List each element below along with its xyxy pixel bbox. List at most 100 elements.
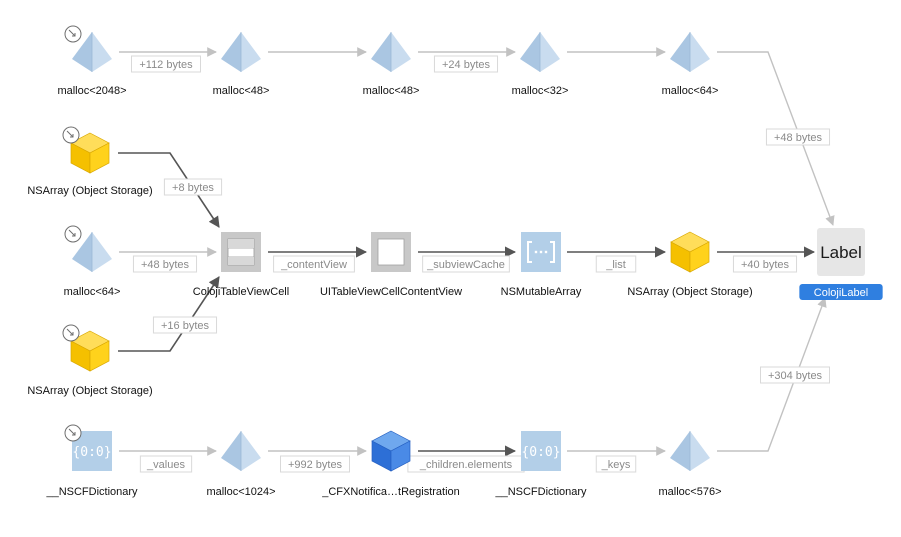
graph-node[interactable]: {0:0}__NSCFDictionary: [494, 431, 587, 498]
edge[interactable]: _keys: [567, 446, 666, 473]
edge[interactable]: +112 bytes: [119, 47, 217, 73]
edge[interactable]: _children.elements: [407, 445, 525, 473]
graph-node[interactable]: malloc<48>: [363, 32, 420, 97]
edge[interactable]: _values: [119, 446, 217, 473]
edge-label-text: _subviewCache: [426, 259, 505, 271]
edge-label: +8 bytes: [163, 178, 223, 196]
edge[interactable]: +304 bytes: [717, 297, 830, 452]
edge-label-box: [139, 455, 193, 473]
edge-label: +112 bytes: [131, 55, 201, 73]
graph-node[interactable]: malloc<576>: [659, 431, 722, 498]
edge-label-text: +112 bytes: [139, 59, 193, 71]
node-label: NSMutableArray: [501, 286, 582, 298]
node-label: __NSCFDictionary: [45, 486, 138, 498]
edge[interactable]: +992 bytes: [268, 446, 367, 473]
selected-label-bg: [799, 284, 883, 300]
edge[interactable]: +40 bytes: [717, 246, 816, 273]
edge-label-box: [595, 255, 637, 273]
malloc-pyramid-icon: [72, 32, 112, 72]
malloc-pyramid-icon: [670, 32, 710, 72]
view-square-icon: [371, 232, 411, 272]
edge-label-box: [132, 255, 198, 273]
edge-label: _list: [595, 255, 637, 273]
graph-node[interactable]: malloc<1024>: [206, 431, 276, 498]
edge-label-box: [433, 55, 499, 73]
edge[interactable]: +48 bytes: [119, 247, 217, 273]
edge[interactable]: +24 bytes: [418, 47, 516, 73]
edge[interactable]: +16 bytes: [118, 276, 220, 352]
dictionary-icon-text: {0:0}: [521, 445, 560, 460]
node-label: malloc<2048>: [57, 85, 126, 97]
edge-label-text: +48 bytes: [774, 132, 823, 144]
node-label: NSArray (Object Storage): [27, 385, 152, 397]
graph-node[interactable]: ColojiTableViewCell: [193, 232, 289, 298]
graph-node[interactable]: malloc<2048>: [57, 25, 127, 97]
edge-label-text: +992 bytes: [288, 459, 343, 471]
node-label: NSArray (Object Storage): [627, 286, 752, 298]
edge-label: +24 bytes: [433, 55, 499, 73]
edge-label: +40 bytes: [732, 255, 798, 273]
edge-label: +304 bytes: [760, 366, 830, 384]
graph-node[interactable]: NSArray (Object Storage): [27, 324, 153, 397]
graph-node[interactable]: NSArray (Object Storage): [27, 126, 153, 197]
edge-label: +48 bytes: [765, 128, 831, 146]
edge-label-text: _children.elements: [419, 459, 513, 471]
malloc-pyramid-icon: [221, 431, 261, 471]
edge-label-box: [280, 455, 350, 473]
malloc-pyramid-icon: [520, 32, 560, 72]
node-label: malloc<576>: [659, 486, 722, 498]
node-label: malloc<64>: [64, 286, 121, 298]
graph-node[interactable]: _CFXNotifica…tRegistration: [321, 430, 460, 498]
edge-label: _subviewCache: [422, 255, 510, 273]
edge[interactable]: _subviewCache: [418, 246, 517, 273]
dictionary-icon-text: {0:0}: [72, 445, 111, 460]
edge[interactable]: _list: [567, 246, 667, 273]
edge-label: +16 bytes: [152, 316, 218, 334]
node-label: UITableViewCellContentView: [320, 286, 462, 298]
edge-label-box: [422, 255, 510, 273]
edge-line: [118, 152, 220, 228]
edge-label: +48 bytes: [132, 255, 198, 273]
label-icon: Label: [817, 228, 865, 276]
edge-label-text: +304 bytes: [768, 370, 823, 382]
nodes-layer: malloc<2048> malloc<48> malloc<48> malloc<3…: [27, 25, 883, 498]
graph-node[interactable]: malloc<64>: [662, 32, 719, 97]
graph-node[interactable]: NSArray (Object Storage): [627, 231, 753, 298]
edge-label-text: +16 bytes: [161, 320, 210, 332]
graph-node[interactable]: {0:0} __NSCFDictionary: [45, 424, 138, 498]
edge-label: +992 bytes: [280, 455, 350, 473]
edge-label: _keys: [595, 455, 637, 473]
edge[interactable]: _contentView: [268, 246, 368, 273]
label-icon-text: Label: [820, 243, 862, 262]
edge-line: [118, 276, 220, 352]
object-cube-icon: [670, 231, 710, 273]
edge-label-box: [732, 255, 798, 273]
graph-node[interactable]: UITableViewCellContentView: [320, 232, 462, 298]
edge[interactable]: +8 bytes: [118, 152, 223, 228]
edge-label-text: +24 bytes: [442, 59, 491, 71]
node-label: _CFXNotifica…tRegistration: [321, 486, 460, 498]
node-label: malloc<48>: [213, 85, 270, 97]
edge-line: [717, 297, 827, 452]
edge[interactable]: +48 bytes: [717, 51, 835, 226]
edge-line: [717, 51, 835, 226]
edge-label-text: _keys: [601, 459, 631, 471]
edge-label-box: [595, 455, 637, 473]
object-cube-icon: [70, 330, 110, 372]
graph-node[interactable]: malloc<64>: [64, 225, 121, 298]
edge-label-box: [765, 128, 831, 146]
edges-layer: +112 bytes +24 bytes +48 bytes +8 bytes +48 …: [118, 47, 835, 473]
graph-node[interactable]: malloc<48>: [213, 32, 270, 97]
graph-node[interactable]: malloc<32>: [512, 32, 569, 97]
edge-label: _values: [139, 455, 193, 473]
edge-label: _contentView: [273, 255, 355, 273]
edge-label: _children.elements: [407, 455, 525, 473]
graph-node[interactable]: NSMutableArray: [501, 232, 582, 298]
malloc-pyramid-icon: [670, 431, 710, 471]
malloc-pyramid-icon: [72, 232, 112, 272]
edge-label-box: [152, 316, 218, 334]
edge-label-box: [163, 178, 223, 196]
edge-label-box: [273, 255, 355, 273]
